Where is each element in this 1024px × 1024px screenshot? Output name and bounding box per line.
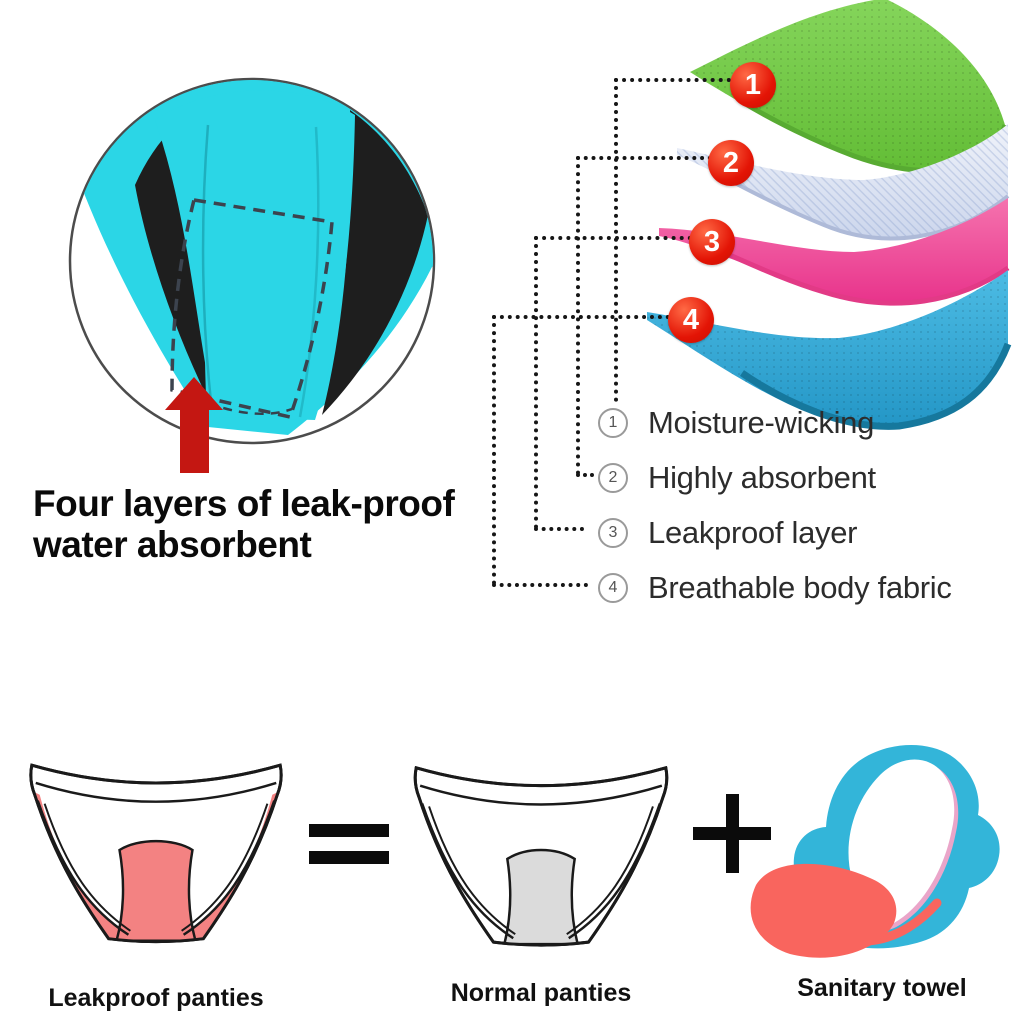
closeup-centre-panel: [155, 90, 355, 420]
normal-panties-label: Normal panties: [450, 979, 632, 1007]
badge-1: 1: [730, 62, 776, 108]
legend-row-2: 2 Highly absorbent: [598, 459, 952, 495]
legend-label-3: Leakproof layer: [648, 514, 858, 550]
towel-back-fold: [750, 863, 897, 958]
legend-row-4: 4 Breathable body fabric: [598, 569, 952, 605]
legend-label-1: Moisture-wicking: [648, 404, 875, 440]
panties-closeup-illustration: [68, 77, 436, 473]
normal-panties-illustration: [413, 765, 669, 947]
arrow-up-icon: [165, 377, 223, 473]
connector-4-vertical: [492, 315, 496, 585]
legend-marker-3: 3: [598, 517, 628, 548]
caption: Four layers of leak-proof water absorben…: [33, 483, 493, 565]
leg-trim-left-inner: [43, 803, 131, 932]
connector-4-horizontal: [492, 315, 670, 319]
waistband-line: [35, 781, 277, 803]
connector-3-horizontal: [534, 236, 692, 240]
closeup-lining-right: [322, 110, 428, 415]
badge-1-number: 1: [744, 68, 762, 101]
connector-2-stub: [576, 473, 594, 477]
leg-trim-right-inner: [181, 803, 269, 932]
legend-label-4: Breathable body fabric: [648, 569, 952, 605]
seam-line-right: [298, 126, 320, 418]
legend-row-1: 1 Moisture-wicking: [598, 404, 952, 440]
waistband-line: [419, 784, 663, 806]
leakproof-panties-label: Leakproof panties: [48, 984, 264, 1012]
connector-4-stub: [492, 583, 588, 587]
legend-marker-4: 4: [598, 572, 628, 603]
connector-1-vertical: [614, 78, 618, 402]
legend-marker-1: 1: [598, 407, 628, 438]
legend-marker-2: 2: [598, 462, 628, 493]
sanitary-towel-illustration: [750, 744, 1000, 958]
fabric-layers-illustration: [647, 0, 1012, 430]
caption-line2: water absorbent: [33, 524, 312, 565]
leg-trim-left-inner: [428, 806, 516, 936]
legend-label-2: Highly absorbent: [648, 459, 876, 495]
badge-4: 4: [668, 297, 714, 343]
connector-2-horizontal: [576, 156, 712, 160]
legend-row-3: 3 Leakproof layer: [598, 514, 952, 550]
badge-2-number: 2: [722, 146, 740, 179]
layer-3-leakproof: [659, 198, 1010, 306]
normal-gusset-centre: [502, 848, 580, 946]
badge-4-number: 4: [682, 303, 700, 336]
connector-1-horizontal: [614, 78, 739, 82]
sanitary-towel-label: Sanitary towel: [797, 974, 967, 1002]
connector-3-vertical: [534, 236, 538, 529]
caption-line1: Four layers of leak-proof: [33, 483, 455, 524]
leakproof-panties-illustration: [29, 763, 283, 944]
badge-3: 3: [689, 219, 735, 265]
badge-3-number: 3: [703, 225, 721, 258]
leg-trim-right-inner: [566, 806, 654, 936]
connector-3-stub: [534, 527, 584, 531]
gusset-dashed-outline: [170, 198, 334, 420]
badge-2: 2: [708, 140, 754, 186]
layer-4-breathable: [647, 270, 1012, 430]
leakproof-gusset-centre: [114, 840, 198, 942]
seam-line-left: [201, 124, 214, 411]
legend: 1 Moisture-wicking 2 Highly absorbent 3 …: [598, 404, 952, 605]
